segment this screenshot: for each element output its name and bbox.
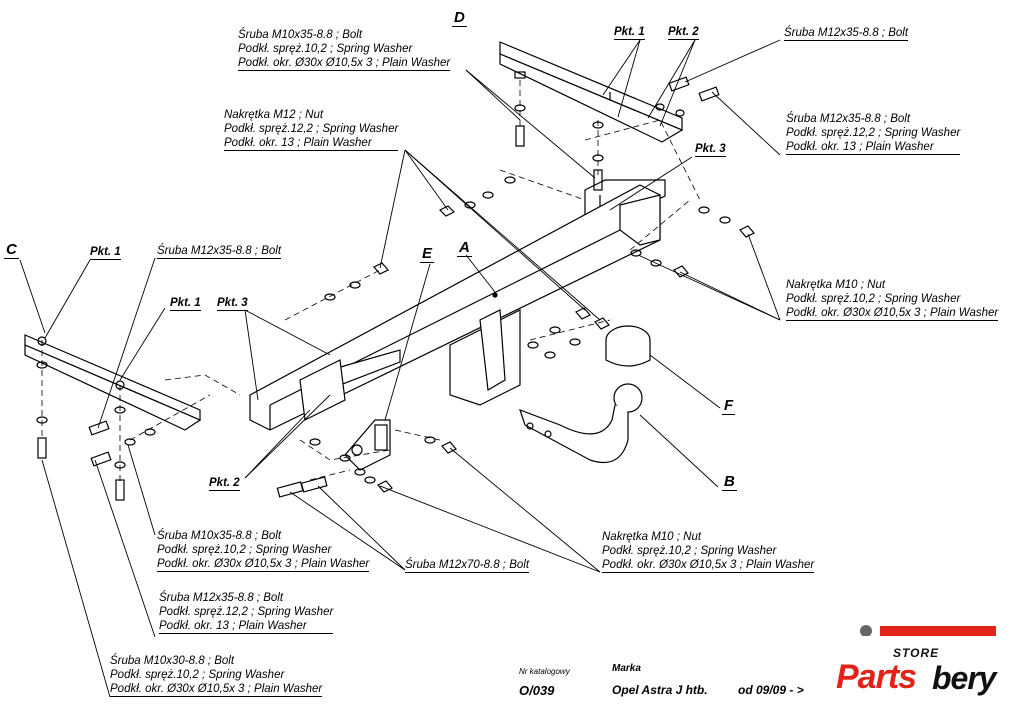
nut-m10-bottom-line-1: Nakrętka M10 ; Nut [602,531,702,543]
catalog-number-caption: Nr katalogowy [519,667,570,676]
nut-m12-label: Nakrętka M12 ; Nut Podkł. spręż.12,2 ; S… [224,108,399,151]
m12x70-line-1: Śruba M12x70-8.8 ; Bolt [405,559,530,573]
c-m10-set-label: Śruba M10x35-8.8 ; Bolt Podkł. spręż.10,… [157,529,370,572]
brand-value: Opel Astra J htb. [612,683,708,697]
d-bolt-set-label: Śruba M10x35-8.8 ; Bolt Podkł. spręż.10,… [238,28,451,71]
alignment-lines [41,80,701,485]
pkt1-label-c: Pkt. 1 [170,297,201,311]
watermark-parts: Parts [836,658,917,696]
part-label-e: E [420,245,435,263]
part-label-a: A [457,239,472,257]
part-label-f: F [722,397,736,415]
nut-m10-bottom-line-3: Podkł. okr. Ø30x Ø10,5x 3 ; Plain Washer [602,559,815,573]
nut-m10-right-line-3: Podkł. okr. Ø30x Ø10,5x 3 ; Plain Washer [786,307,999,321]
socket-plate-e [344,419,391,471]
nut-m10-right-line-2: Podkł. spręż.10,2 ; Spring Washer [786,293,961,305]
c-bolt-line-1: Śruba M12x35-8.8 ; Bolt [157,245,282,259]
c-m12-line-2: Podkł. spręż.12,2 ; Spring Washer [159,606,334,618]
part-label-b: B [722,473,737,491]
pkt1-label-c-top: Pkt. 1 [90,246,121,260]
c-m10x30-line-3: Podkł. okr. Ø30x Ø10,5x 3 ; Plain Washer [110,683,323,697]
brand-logo-fragment [856,622,996,636]
brand-caption: Marka [612,663,641,674]
pkt2-label-d: Pkt. 2 [668,26,699,40]
pkt2-label-c: Pkt. 2 [209,477,240,491]
bracket-c [24,334,202,431]
nut-m12-line-2: Podkł. spręż.12,2 ; Spring Washer [224,123,399,135]
d-bolt-line-3: Podkł. okr. Ø30x Ø10,5x 3 ; Plain Washer [238,57,451,71]
watermark-bery: bery [932,660,997,696]
pkt3-label-d: Pkt. 3 [695,143,726,157]
part-label-c: C [4,241,19,259]
m12x70-label: Śruba M12x70-8.8 ; Bolt [405,558,530,573]
nut-m10-bottom-label: Nakrętka M10 ; Nut Podkł. spręż.10,2 ; S… [602,530,815,573]
part-label-d: D [452,9,467,27]
nut-m10-bottom-line-2: Podkł. spręż.10,2 ; Spring Washer [602,545,777,557]
c-m12-set-label: Śruba M12x35-8.8 ; Bolt Podkł. spręż.12,… [159,591,334,634]
c-m12-line-1: Śruba M12x35-8.8 ; Bolt [159,592,284,604]
watermark-store: STORE [893,646,940,660]
nut-m10-right-line-1: Nakrętka M10 ; Nut [786,279,886,291]
nut-m10-right-label: Nakrętka M10 ; Nut Podkł. spręż.10,2 ; S… [786,278,999,321]
logo-fragment-icon [860,625,996,636]
date-range: od 09/09 - > [738,683,804,697]
pkt1-label-d: Pkt. 1 [614,26,645,40]
d-right-bolt-label: Śruba M12x35-8.8 ; Bolt [784,26,909,41]
d-bolt-line-2: Podkł. spręż.10,2 ; Spring Washer [238,43,413,55]
c-m12-line-3: Podkł. okr. 13 ; Plain Washer [159,619,334,634]
d-right-set-line-3: Podkł. okr. 13 ; Plain Washer [786,140,961,155]
c-m10-line-3: Podkł. okr. Ø30x Ø10,5x 3 ; Plain Washer [157,558,370,572]
c-bolt-label: Śruba M12x35-8.8 ; Bolt [157,244,282,259]
d-right-set-label: Śruba M12x35-8.8 ; Bolt Podkł. spręż.12,… [786,112,961,155]
c-m10x30-line-2: Podkł. spręż.10,2 ; Spring Washer [110,669,285,681]
d-right-set-line-1: Śruba M12x35-8.8 ; Bolt [786,113,911,125]
nut-m12-line-3: Podkł. okr. 13 ; Plain Washer [224,136,399,151]
c-m10x30-set-label: Śruba M10x30-8.8 ; Bolt Podkł. spręż.10,… [110,654,323,697]
c-m10x30-line-1: Śruba M10x30-8.8 ; Bolt [110,655,235,667]
c-m10-line-1: Śruba M10x35-8.8 ; Bolt [157,530,282,542]
pkt3-label-c: Pkt. 3 [217,297,248,311]
catalog-number-value: O/039 [519,683,555,698]
crossbar-a [249,184,661,431]
d-bolt-line-1: Śruba M10x35-8.8 ; Bolt [238,29,363,41]
d-right-bolt-line-1: Śruba M12x35-8.8 ; Bolt [784,27,909,41]
d-right-set-line-2: Podkł. spręż.12,2 ; Spring Washer [786,127,961,139]
leader-lines [19,39,781,698]
ball-cover-f [605,325,651,367]
nut-m12-line-1: Nakrętka M12 ; Nut [224,109,324,121]
towball-b [519,383,643,464]
store-watermark [818,620,1024,723]
c-m10-line-2: Podkł. spręż.10,2 ; Spring Washer [157,544,332,556]
